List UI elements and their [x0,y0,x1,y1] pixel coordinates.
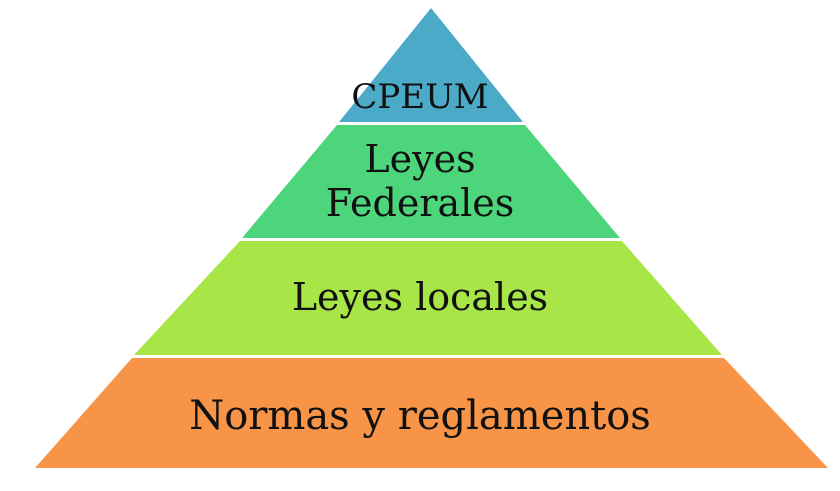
tier-leyes-federales-line1: Leyes [364,137,476,181]
tier-leyes-federales-line2: Federales [325,181,515,225]
tier-leyes-federales-label: Leyes Federales [0,137,840,225]
tier-leyes-locales-label: Leyes locales [291,275,549,319]
tier-normas-reglamentos [35,358,828,468]
tier-leyes-locales [134,241,722,355]
tier-normas-reglamentos-label: Normas y reglamentos [189,393,651,439]
tier-cpeum-label: CPEUM [351,77,489,117]
tier-cpeum [339,8,523,122]
tier-leyes-federales [242,125,620,238]
